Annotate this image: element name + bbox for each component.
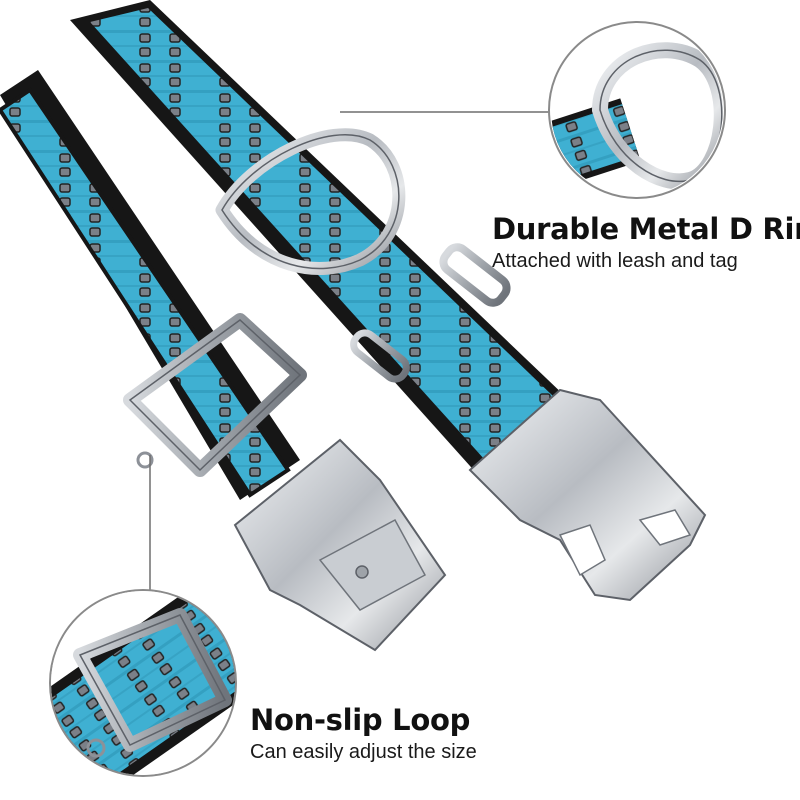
strap-keeper-ring <box>350 243 511 383</box>
d-ring-icon <box>215 128 406 275</box>
buckle-female-icon <box>233 438 447 652</box>
feature-dring-title: Durable Metal D Ring <box>492 212 800 246</box>
feature-loop-title: Non-slip Loop <box>250 703 471 737</box>
feature-dring-caption: Durable Metal D Ring Attached with leash… <box>492 212 800 273</box>
right-strap <box>70 0 590 505</box>
feature-dring-subtitle: Attached with leash and tag <box>492 250 738 272</box>
feature-loop-subtitle: Can easily adjust the size <box>250 741 477 763</box>
slider-loop-icon <box>123 313 307 477</box>
callout-lines <box>149 111 551 591</box>
buckle-male-icon <box>468 388 707 602</box>
zoom-circle-loop <box>49 589 237 777</box>
feature-loop-caption: Non-slip Loop Can easily adjust the size <box>250 703 477 764</box>
zoom-circle-dring <box>548 21 726 199</box>
